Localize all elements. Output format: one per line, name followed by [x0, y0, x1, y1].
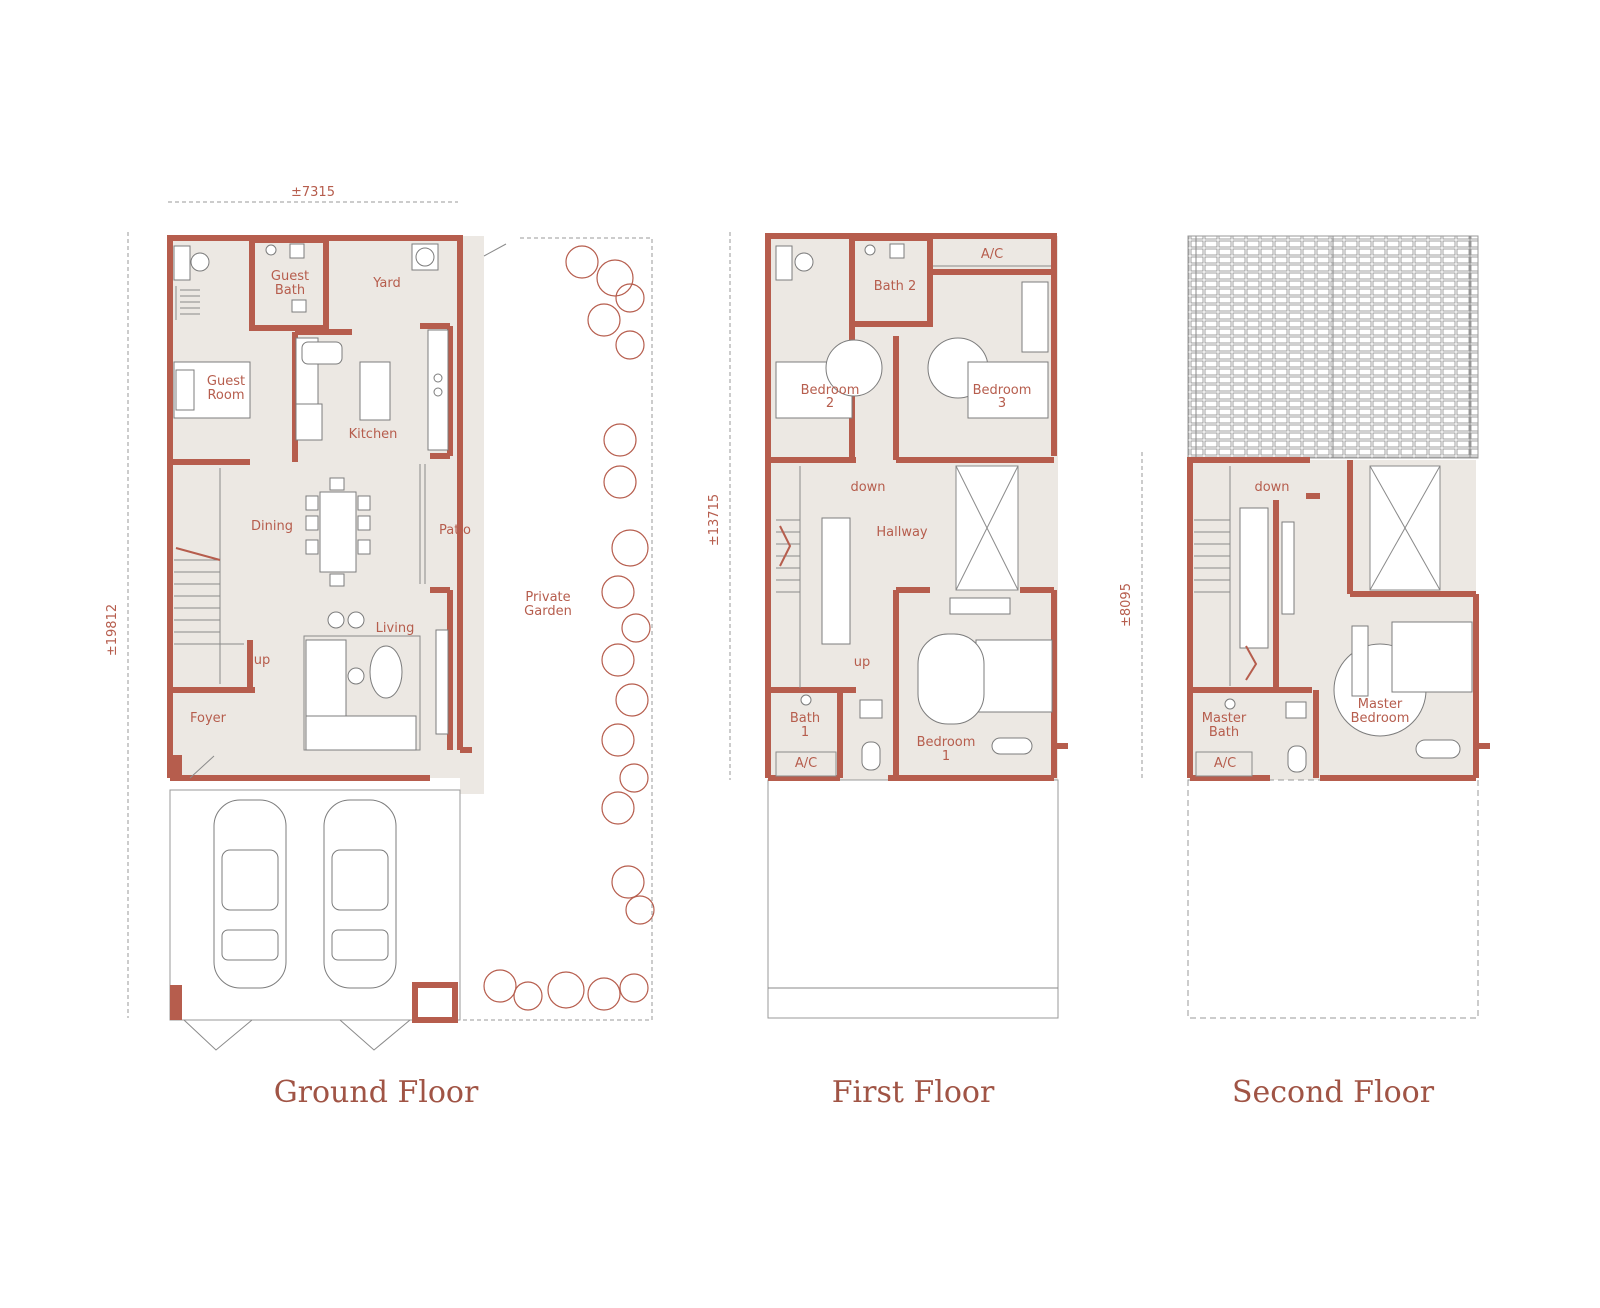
second-stairs-down-label: down: [1254, 480, 1289, 495]
kitchen-label: Kitchen: [349, 427, 398, 442]
first-stairs-up-label: up: [854, 655, 871, 670]
foyer-label: Foyer: [190, 711, 227, 726]
second-ac-label: A/C: [1214, 756, 1236, 771]
first-floor-title: First Floor: [832, 1075, 995, 1110]
ground-depth-dimension: ±19812: [105, 604, 120, 656]
car-right: [323, 799, 397, 989]
living-label: Living: [376, 621, 415, 636]
dining-label: Dining: [251, 519, 293, 534]
second-depth-dimension: ±8095: [1119, 583, 1134, 627]
ground-stairs-up-label: up: [254, 653, 271, 668]
dimension-lines: ±7315 ±19812 ±13715 ±8095: [105, 185, 1143, 1018]
first-ac-bottom-label: A/C: [795, 756, 817, 771]
ground-floor-title: Ground Floor: [274, 1075, 479, 1110]
ground-width-dimension: ±7315: [291, 185, 335, 200]
hallway-label: Hallway: [876, 525, 928, 540]
garden-trees: [483, 245, 655, 1011]
patio-label: Patio: [439, 523, 471, 538]
first-ac-top-label: A/C: [981, 247, 1003, 262]
second-floor-title: Second Floor: [1232, 1075, 1435, 1110]
bath2-label: Bath 2: [874, 279, 917, 294]
first-stairs-down-label: down: [850, 480, 885, 495]
first-depth-dimension: ±13715: [707, 494, 722, 546]
yard-label: Yard: [372, 276, 401, 291]
car-left: [213, 799, 287, 989]
